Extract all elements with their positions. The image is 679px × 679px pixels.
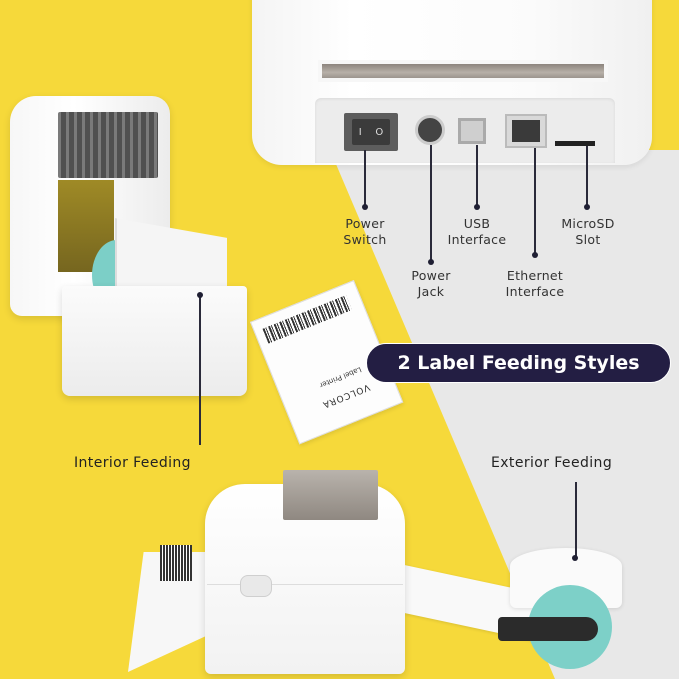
power-switch-rocker: I O (352, 119, 390, 145)
callout-line-power-switch (364, 150, 366, 206)
barcode-graphic (262, 295, 352, 344)
headline-pill: 2 Label Feeding Styles (366, 343, 671, 383)
switch-off-symbol: O (375, 126, 384, 138)
switch-on-symbol: I (358, 126, 362, 138)
callout-line-microsd (586, 146, 588, 206)
printer-top-window (283, 470, 378, 520)
usb-port-icon (458, 118, 486, 144)
callout-dot-power-switch (361, 204, 368, 210)
label-power-jack: Power Jack (411, 268, 451, 299)
print-head (58, 112, 158, 178)
paper-feed-slot (318, 60, 608, 82)
callout-dot-usb (473, 204, 480, 210)
callout-dot-power-jack (427, 259, 434, 265)
label-usb-interface: USB Interface (447, 216, 507, 247)
label-power-switch: Power Switch (343, 216, 387, 247)
interior-feeding-label: Interior Feeding (74, 455, 191, 471)
callout-line-power-jack (430, 145, 432, 260)
callout-line-exterior (575, 482, 577, 557)
power-jack-icon (415, 115, 445, 145)
callout-dot-microsd (583, 204, 590, 210)
printer-base (62, 286, 247, 396)
feed-button-icon (240, 575, 272, 597)
ethernet-port-socket (512, 120, 540, 142)
callout-dot-ethernet (531, 252, 538, 258)
exterior-feeding-label: Exterior Feeding (491, 455, 613, 471)
microsd-slot-icon (555, 141, 595, 146)
output-barcode (160, 545, 192, 581)
callout-line-usb (476, 145, 478, 206)
callout-line-ethernet (534, 148, 536, 254)
roll-holder-icon (498, 617, 598, 641)
callout-dot-interior (197, 292, 203, 298)
label-ethernet-interface: Ethernet Interface (505, 268, 565, 299)
callout-line-interior (199, 295, 201, 445)
callout-dot-exterior (572, 555, 578, 561)
printer-seam (207, 584, 403, 585)
label-microsd-slot: MicroSD Slot (561, 216, 615, 247)
